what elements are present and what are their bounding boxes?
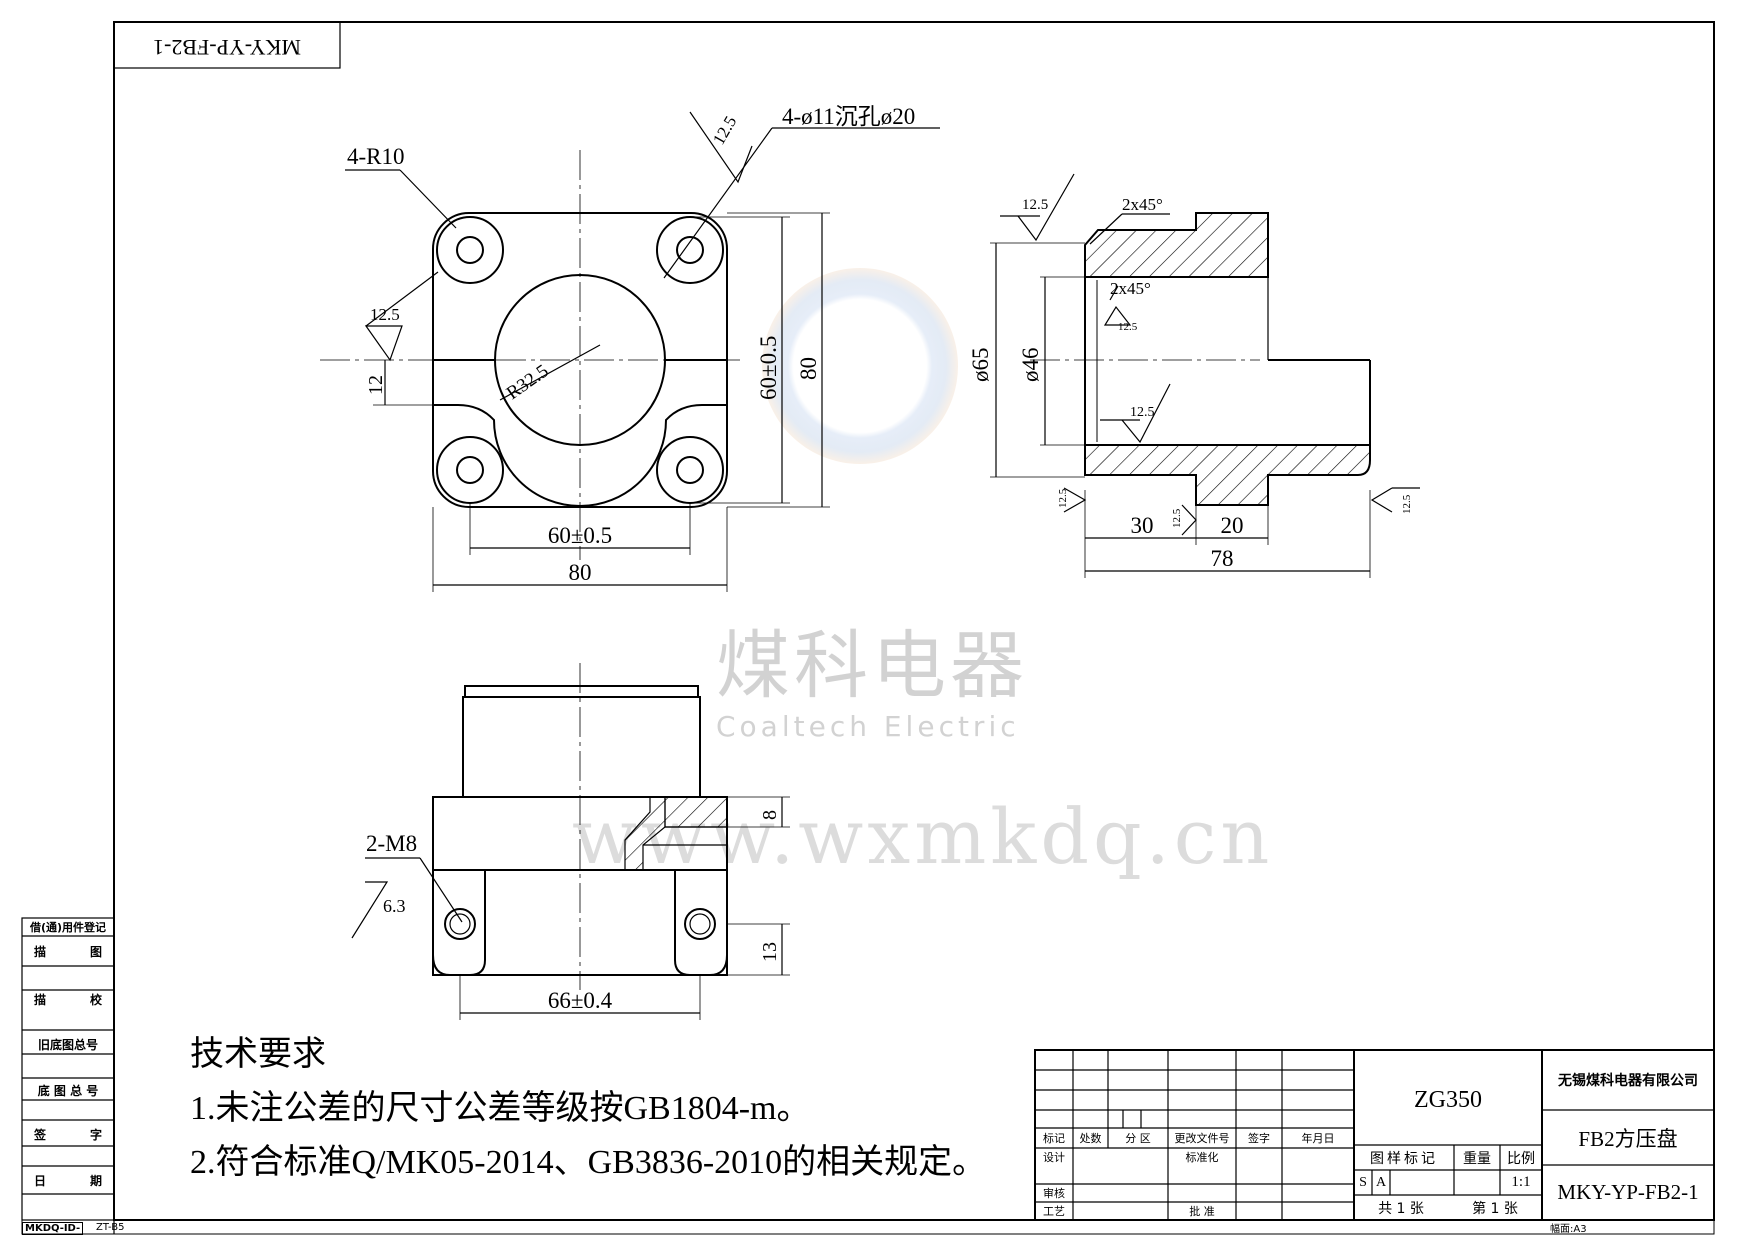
dim-80-vertical: 80 — [796, 357, 821, 380]
thread-note: 2-M8 — [366, 831, 417, 856]
front-view — [320, 111, 940, 592]
roughness-section-3: 12.5 — [1130, 405, 1155, 420]
label-process: 工艺 — [1043, 1205, 1065, 1218]
label-drawing-mark: 图样标记 — [1370, 1150, 1438, 1167]
label-approve: 批 准 — [1189, 1205, 1215, 1218]
sheet-number: 第 1 张 — [1472, 1200, 1518, 1217]
section-view — [990, 173, 1420, 578]
drawing-number: MKY-YP-FB2-1 — [1557, 1180, 1699, 1204]
dim-r32-5: R32.5 — [503, 361, 553, 405]
dim-20: 20 — [1221, 513, 1244, 538]
label-scale: 比例 — [1507, 1150, 1535, 1167]
bottom-strip — [21, 1219, 1715, 1235]
dim-60-vertical: 60±0.5 — [756, 336, 781, 400]
side-row-6: 签字 — [34, 1127, 102, 1142]
side-row-2: 描图 — [34, 944, 102, 959]
rotated-code-box — [113, 21, 341, 69]
label-weight: 重量 — [1463, 1150, 1491, 1167]
side-row-3: 描校 — [34, 992, 102, 1007]
dim-66: 66±0.4 — [548, 988, 613, 1013]
hdr-change-doc: 更改文件号 — [1174, 1132, 1230, 1145]
watermark-company-cn: 煤科电器 — [716, 623, 1028, 709]
roughness-section-5: 12.5 — [1171, 508, 1183, 528]
hdr-mark: 标记 — [1043, 1132, 1065, 1145]
tech-requirements: 技术要求 1.未注公差的尺寸公差等级按GB1804-m。 2.符合标准Q/MK0… — [190, 1028, 986, 1190]
dia-65: ø65 — [968, 348, 993, 383]
roughness-front-1: 12.5 — [709, 113, 740, 148]
dim-12: 12 — [365, 375, 387, 395]
roughness-front-2: 12.5 — [370, 305, 400, 324]
side-bottom-code: MKDQ-ID- — [22, 1222, 84, 1235]
hdr-sign: 签字 — [1248, 1132, 1270, 1145]
roughness-section-4: 12.5 — [1057, 488, 1069, 508]
roughness-section-2: 12.5 — [1118, 321, 1138, 333]
label-standard: 标准化 — [1185, 1151, 1219, 1164]
tech-heading: 技术要求 — [190, 1036, 326, 1073]
side-bottom-code2: ZT-B5 — [96, 1222, 125, 1233]
roughness-bottom: 6.3 — [383, 896, 406, 916]
chamfer-inner: 2x45° — [1110, 279, 1151, 298]
label-design: 设计 — [1043, 1151, 1065, 1164]
part-name: FB2方压盘 — [1578, 1126, 1678, 1151]
company-name: 无锡煤科电器有限公司 — [1558, 1073, 1698, 1089]
watermark-company-en: Coaltech Electric — [716, 710, 1020, 743]
title-block — [1034, 1049, 1715, 1221]
bottom-view — [351, 663, 790, 1020]
total-sheets: 共 1 张 — [1378, 1200, 1424, 1217]
hdr-date: 年月日 — [1301, 1132, 1335, 1145]
label-review: 审核 — [1043, 1187, 1065, 1200]
dia-46: ø46 — [1018, 348, 1043, 383]
side-row-7: 日期 — [34, 1173, 102, 1188]
rotated-drawing-code: MKY-YP-FB2-1 — [153, 35, 301, 60]
scale-value: 1:1 — [1511, 1174, 1531, 1190]
tech-line-2: 2.符合标准Q/MK05-2014、GB3836-2010的相关规定。 — [190, 1144, 987, 1181]
side-row-1: 借(通)用件登记 — [29, 921, 107, 934]
material: ZG350 — [1414, 1086, 1482, 1113]
side-panel-frame — [21, 917, 115, 1221]
dim-60-horizontal: 60±0.5 — [548, 523, 612, 548]
mark-s: S — [1359, 1174, 1367, 1190]
mark-a: A — [1375, 1174, 1387, 1190]
tech-line-1: 1.未注公差的尺寸公差等级按GB1804-m。 — [190, 1090, 811, 1127]
radius-note: 4-R10 — [347, 144, 405, 169]
hole-note: 4-ø11沉孔ø20 — [782, 104, 915, 129]
hdr-zone: 分 区 — [1125, 1132, 1151, 1145]
hdr-count: 处数 — [1079, 1132, 1102, 1145]
sheet-size: 幅面:A3 — [1550, 1223, 1587, 1235]
roughness-section-6: 12.5 — [1401, 494, 1413, 514]
side-row-4: 旧底图总号 — [37, 1037, 98, 1052]
dim-8: 8 — [759, 810, 781, 820]
chamfer-top: 2x45° — [1122, 195, 1163, 214]
dim-80-horizontal: 80 — [569, 560, 592, 585]
dim-78: 78 — [1211, 546, 1234, 571]
roughness-section-1: 12.5 — [1022, 197, 1048, 213]
dim-30: 30 — [1131, 513, 1154, 538]
dim-13: 13 — [759, 942, 781, 962]
side-row-5: 底 图 总 号 — [37, 1083, 99, 1098]
watermark-logo — [762, 268, 958, 464]
